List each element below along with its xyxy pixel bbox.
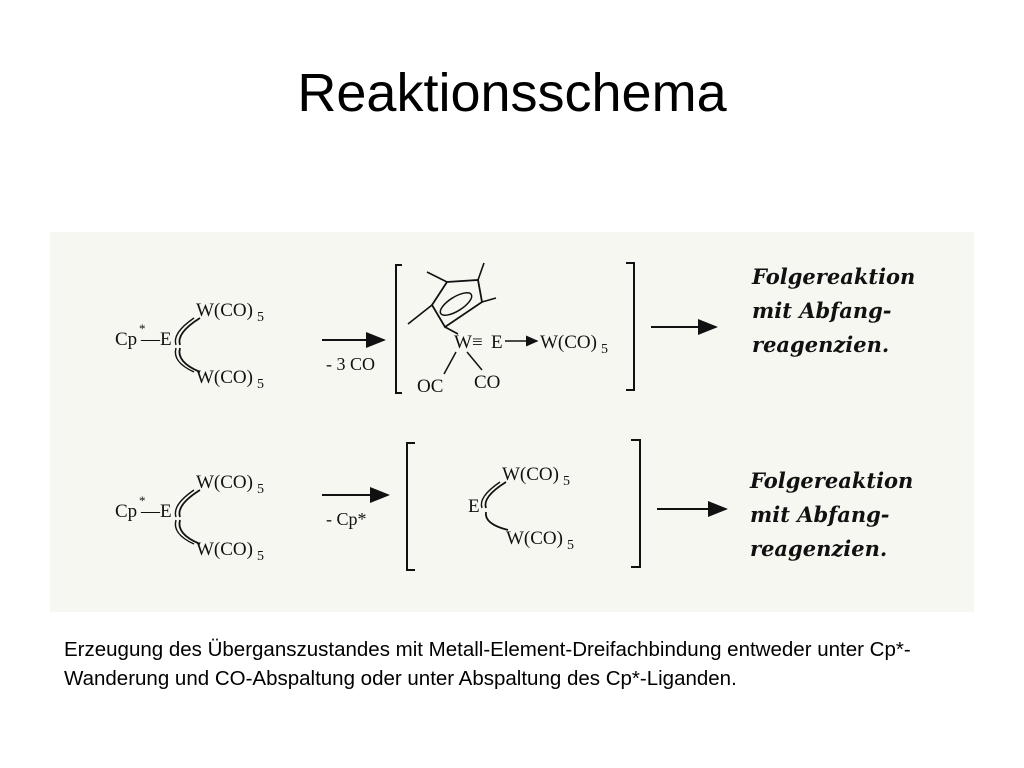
bottom-followup-line-3: reagenzien. xyxy=(750,536,887,561)
bottom-upper-bond-2 xyxy=(174,489,195,518)
cp-ring-aromatic xyxy=(439,292,473,316)
bottom-bracket-right xyxy=(631,439,641,568)
top-followup-line-3: reagenzien. xyxy=(752,332,889,357)
bottom-inter-upper-bond xyxy=(484,481,507,509)
inter-e: E xyxy=(491,332,503,353)
top-bracket-left xyxy=(395,264,402,394)
top-wco-lower-sub: 5 xyxy=(257,377,264,392)
inter-w: W xyxy=(454,332,472,353)
bottom-inter-wco-upper: W(CO) xyxy=(502,464,559,485)
bottom-followup-text: Folgereaktion mit Abfang- reagenzien. xyxy=(749,468,913,561)
cp-methyl-3 xyxy=(477,262,485,281)
bottom-wco-upper: W(CO) xyxy=(196,472,253,493)
reaction-scheme-background xyxy=(50,232,974,612)
top-wco-upper: W(CO) xyxy=(196,300,253,321)
bottom-cp-star: * xyxy=(139,493,146,508)
top-lower-bond xyxy=(178,347,201,373)
cp-methyl-2 xyxy=(426,271,448,283)
bottom-followup-line-2: mit Abfang- xyxy=(750,502,890,527)
top-bracket-right xyxy=(626,262,635,391)
top-reactant: Cp * —E W(CO) 5 W(CO) 5 xyxy=(115,300,264,392)
inter-oc: OC xyxy=(417,376,443,397)
bottom-inter-wco-upper-sub: 5 xyxy=(563,474,570,489)
slide-title: Reaktionsschema xyxy=(297,63,727,123)
top-wco-lower: W(CO) xyxy=(196,367,253,388)
cp-ring xyxy=(430,279,483,329)
bottom-e-label: —E xyxy=(140,501,172,522)
top-upper-bond xyxy=(178,317,201,346)
bottom-inter-wco-lower: W(CO) xyxy=(506,528,563,549)
top-condition: - 3 CO xyxy=(326,354,375,374)
bottom-lower-bond xyxy=(178,519,201,545)
bottom-inter-lower-bond xyxy=(485,511,509,531)
bottom-wco-upper-sub: 5 xyxy=(257,482,264,497)
bottom-condition: - Cp* xyxy=(326,509,367,529)
inter-wco-sub: 5 xyxy=(601,342,608,357)
w-co-bond xyxy=(466,351,483,371)
top-followup-line-1: Folgereaktion xyxy=(751,264,915,289)
bottom-wco-lower-sub: 5 xyxy=(257,549,264,564)
w-oc-bond xyxy=(443,351,457,375)
inter-wco: W(CO) xyxy=(540,332,597,353)
cp-methyl-1 xyxy=(407,304,433,325)
bottom-inter-wco-lower-sub: 5 xyxy=(567,538,574,553)
bottom-intermediate: E W(CO) 5 W(CO) 5 xyxy=(406,439,641,571)
inter-co: CO xyxy=(474,372,500,393)
top-cp-label: Cp xyxy=(115,329,137,350)
top-followup-text: Folgereaktion mit Abfang- reagenzien. xyxy=(751,264,915,357)
cp-methyl-4 xyxy=(481,297,497,303)
bottom-bracket-left xyxy=(406,442,415,571)
bottom-cp-label: Cp xyxy=(115,501,137,522)
top-intermediate: W ≡ E W(CO) 5 OC CO xyxy=(395,262,635,397)
top-cp-star: * xyxy=(139,321,146,336)
bottom-inter-upper-bond-2 xyxy=(480,481,501,509)
top-followup-line-2: mit Abfang- xyxy=(752,298,892,323)
slide-caption: Erzeugung des Überganszustandes mit Meta… xyxy=(64,638,911,690)
bottom-upper-bond xyxy=(178,489,201,518)
top-upper-bond-2 xyxy=(174,317,195,346)
bottom-followup-line-1: Folgereaktion xyxy=(749,468,913,493)
top-lower-bond-2 xyxy=(174,347,195,373)
top-wco-upper-sub: 5 xyxy=(257,310,264,325)
inter-triple-bond: ≡ xyxy=(472,332,483,353)
bottom-lower-bond-2 xyxy=(174,519,195,545)
bottom-reactant: Cp * —E W(CO) 5 W(CO) 5 xyxy=(115,472,264,564)
bottom-wco-lower: W(CO) xyxy=(196,539,253,560)
top-e-label: —E xyxy=(140,329,172,350)
cp-to-w-bond xyxy=(444,326,459,335)
bottom-inter-e: E xyxy=(468,496,480,517)
